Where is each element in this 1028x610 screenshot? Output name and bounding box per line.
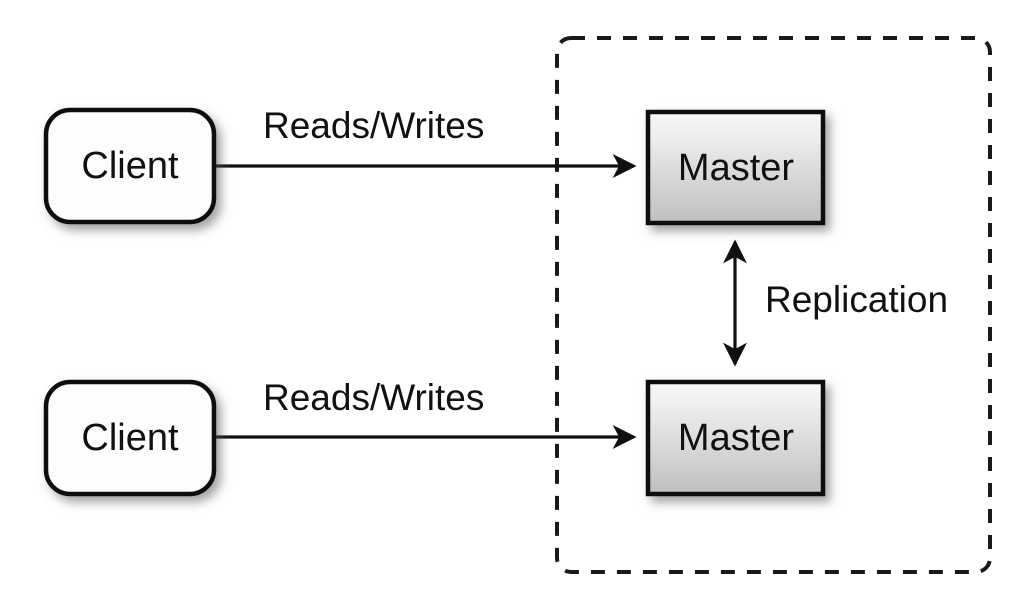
edge-label-reads-writes-bottom: Reads/Writes [263,377,484,418]
client-bottom-shape[interactable] [43,379,217,497]
client-top-shape[interactable] [43,107,217,225]
node-client-bottom[interactable] [43,379,217,497]
node-client-top[interactable] [43,107,217,225]
replication-cluster-boundary [555,36,992,574]
node-master-top[interactable] [645,109,826,226]
node-label-client-top: Client [81,145,179,187]
node-label-client-bottom: Client [81,417,179,459]
edge-reads-writes-bottom: Reads/Writes [214,377,637,449]
edge-label-replication: Replication [765,279,948,320]
edge-label-reads-writes-top: Reads/Writes [263,105,484,146]
edge-reads-writes-top: Reads/Writes [214,105,637,178]
node-label-master-top: Master [678,147,794,189]
node-label-master-bottom: Master [678,417,794,459]
master-top-shape[interactable] [645,109,826,226]
node-master-bottom[interactable] [645,379,826,497]
edge-replication: Replication [723,239,948,367]
master-bottom-shape[interactable] [645,379,826,497]
